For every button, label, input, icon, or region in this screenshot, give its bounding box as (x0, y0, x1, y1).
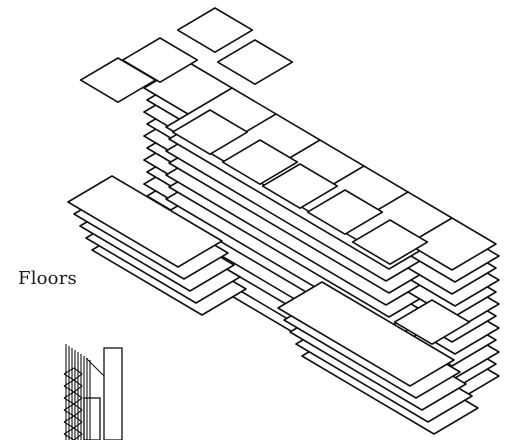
fin-line (64, 404, 82, 416)
floor-plates (68, 62, 499, 434)
fin-line (64, 428, 82, 440)
tower-bar (84, 398, 100, 440)
tower-bar (104, 348, 122, 440)
small-elevation-sketch (64, 344, 122, 440)
fin-line (64, 368, 82, 380)
fin-line (64, 416, 82, 428)
fin-line (86, 358, 104, 376)
floors-label: Floors (18, 268, 77, 289)
fin-line (64, 380, 82, 392)
roof-tile (178, 8, 253, 52)
roof-tile (218, 40, 293, 84)
fin-line (64, 392, 82, 404)
